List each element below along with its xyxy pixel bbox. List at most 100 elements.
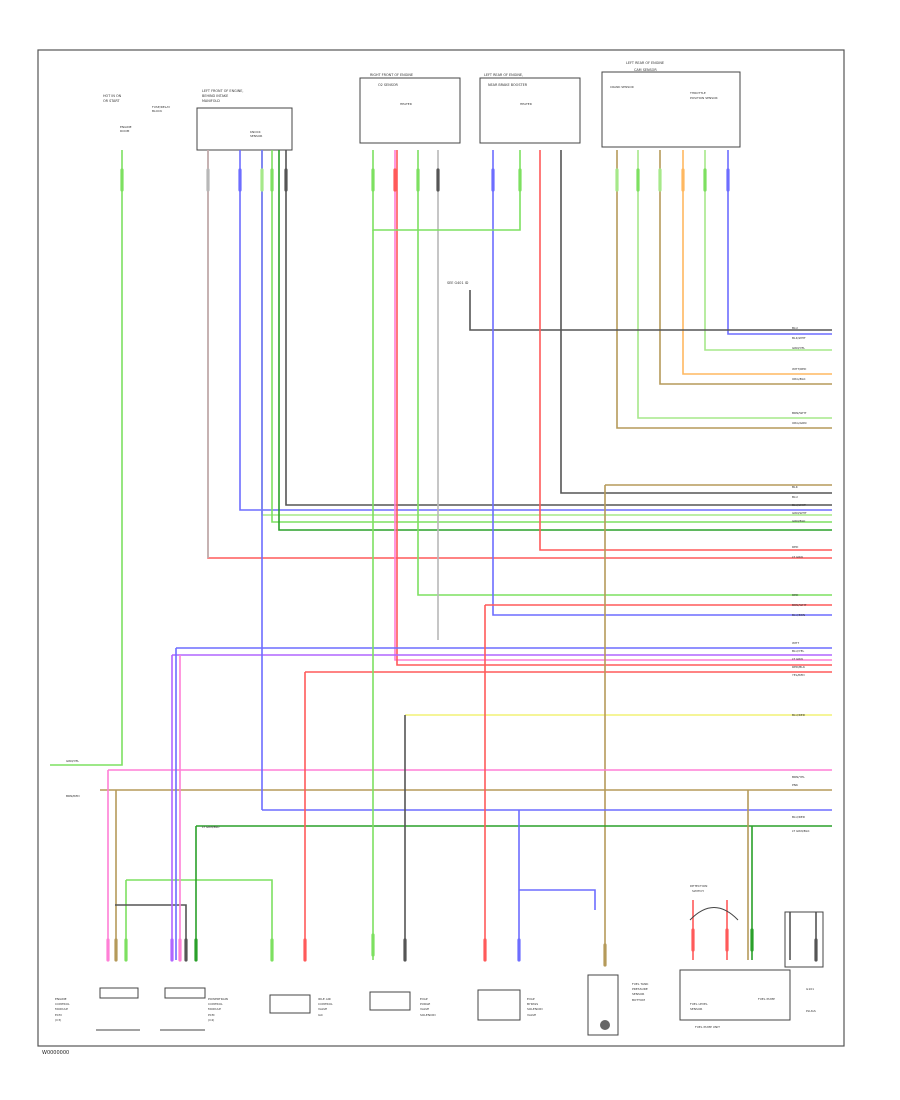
footer-label: W0000000 (42, 1050, 69, 1056)
right-wire-label: BLU/YEL (792, 649, 805, 653)
left-wire-label-1: GRN/YEL (66, 759, 79, 763)
right-wire-label: RED (792, 593, 799, 597)
wire-7 (560, 150, 832, 494)
wire-1 (727, 150, 832, 335)
test-connector-sub-2: ROOM (120, 129, 130, 133)
ecm-2-sub-2: (C4) (208, 1018, 214, 1022)
top-components (196, 71, 741, 151)
fuel-tank-text-2: PRESSURE (632, 987, 648, 991)
test-connector-label-2: OR START (103, 99, 120, 103)
left-sensor-1-sub-2: SENSOR (250, 134, 262, 138)
knock-text-2: BYPASS (527, 1002, 538, 1006)
right-wire-label: BLU/RED (792, 713, 806, 717)
left-sensor-1-label-1: LEFT FRONT OF ENGINE, (202, 89, 244, 93)
purge-box (369, 991, 411, 1011)
right-wire-label: ORG/GRN (792, 421, 806, 425)
test-connector-sub-4: BLOCK (152, 109, 163, 113)
purge-sub-1: SOLENOID (420, 1013, 436, 1017)
wire-13 (278, 150, 832, 531)
bottom-components (96, 907, 824, 1036)
wire-10 (239, 150, 832, 511)
ecm-2-text-2: CONTROL (208, 1002, 223, 1006)
right-wire-label: BLK (792, 485, 799, 489)
right-wire-label: BLU (792, 326, 798, 330)
right-wire-label: BLU/WHT (792, 503, 806, 507)
ecm-2-text-1: POWERTRAIN (208, 997, 228, 1001)
right-wire-label: ORG/BLK (792, 377, 807, 381)
left-rear-sub-1: HEATER (520, 102, 532, 106)
bottom-labels: ENGINE CONTROL MODULE ECM (C3) POWERTRAI… (42, 884, 816, 1056)
wire-17 (417, 150, 832, 596)
right-wire-label: BLK/WHT (792, 336, 806, 340)
wire-5 (637, 150, 832, 419)
wire-12 (271, 150, 832, 523)
purge-text-3: VALVE (420, 1007, 429, 1011)
ecm-1-text-3: MODULE (55, 1007, 68, 1011)
test-connector-sub-3: FUSE/RELAY (152, 105, 170, 109)
right-o2-label-2: O2 SENSOR (378, 83, 399, 87)
fuel-pump-text-2: SENSOR (690, 1007, 702, 1011)
wire-8 (469, 290, 832, 331)
right-wire-label: RED/BLK (792, 665, 806, 669)
idle-air-text-2: CONTROL (318, 1002, 333, 1006)
diagram-frame (37, 49, 845, 1047)
ecm-2-text-3: MODULE (208, 1007, 221, 1011)
fuel-tank-sensor-icon (600, 1020, 610, 1030)
right-wire-label: RED (792, 545, 799, 549)
right-wire-label: GRN/BLK (792, 519, 806, 523)
right-wire-label: LT GRN/BLK (792, 829, 810, 833)
left-rear-sensor-box (479, 77, 581, 144)
left-sensor-1-sub-1: KNOCK (250, 130, 262, 134)
idle-air-box (269, 994, 311, 1014)
wire-2 (704, 150, 832, 351)
right-wire-label: WHT/RED (792, 367, 807, 371)
right-rear-sub-2: THROTTLE (689, 91, 706, 95)
ecm-2-sub-1: PCM (208, 1013, 215, 1017)
right-wire-label: LT GRN (792, 657, 803, 661)
left-sensor-1-label-3: MANIFOLD (202, 99, 220, 103)
right-wire-label: BRN/WHT (792, 411, 807, 415)
top-labels: HOT IN ON OR START ENGINE ROOM FUSE/RELA… (103, 61, 718, 285)
right-o2-sensor-box (359, 77, 461, 144)
knock-sub-1: VALVE (527, 1013, 536, 1017)
right-wire-labels: BLU BLK/WHT GRN/YEL WHT/RED ORG/BLK BRN/WHT OR… (792, 326, 810, 833)
knock-text-3: SOLENOID (527, 1007, 543, 1011)
test-connector-label-1: HOT IN ON (103, 94, 122, 98)
right-wire-label: BRN/WHT (792, 603, 807, 607)
left-wire-label-2: BRN/RED (66, 794, 80, 798)
right-wire-label: BLU/BRN (792, 613, 805, 617)
wire-11 (261, 150, 832, 516)
right-wire-label: PNK (792, 783, 799, 787)
connectors (106, 168, 818, 967)
ground-box (784, 911, 824, 968)
wire-6 (616, 150, 832, 429)
ecm-1-pin-box (99, 987, 139, 999)
wire-4 (659, 150, 832, 385)
wire-16 (539, 150, 832, 551)
wire-18 (492, 150, 832, 616)
wire-9 (285, 150, 832, 506)
left-sensor-1-label-2: BEHIND INTAKE (202, 94, 228, 98)
wire-50 (519, 889, 596, 910)
wire-22 (396, 150, 832, 666)
right-wire-label: GRN/YEL (792, 346, 805, 350)
right-rear-sensor-box (601, 71, 741, 148)
left-rear-label-1: LEFT REAR OF ENGINE, (484, 73, 523, 77)
fuel-tank-box (587, 974, 619, 1036)
ground-text-1: G101 (806, 987, 814, 991)
fuel-pump-top-2: SWITCH (692, 889, 704, 893)
ecm-1-text-1: ENGINE (55, 997, 67, 1001)
wire-3 (682, 150, 832, 375)
right-wire-label: GRN/WHT (792, 511, 807, 515)
right-rear-label-2: CAM SENSOR (634, 68, 657, 72)
fuel-tank-sub-1: BOTTOM (632, 998, 645, 1002)
ecm-2-pin-box (164, 987, 206, 999)
right-o2-sub-1: HEATER (400, 102, 412, 106)
ecm-1-sub-2: (C3) (55, 1018, 61, 1022)
right-wire-label: BLU/RED (792, 815, 806, 819)
wire-34 (50, 150, 123, 766)
right-rear-sub-3: POSITION SENSOR (690, 96, 718, 100)
right-rear-label-1: LEFT REAR OF ENGINE (626, 61, 664, 65)
knock-text-1: EVAP (527, 997, 535, 1001)
